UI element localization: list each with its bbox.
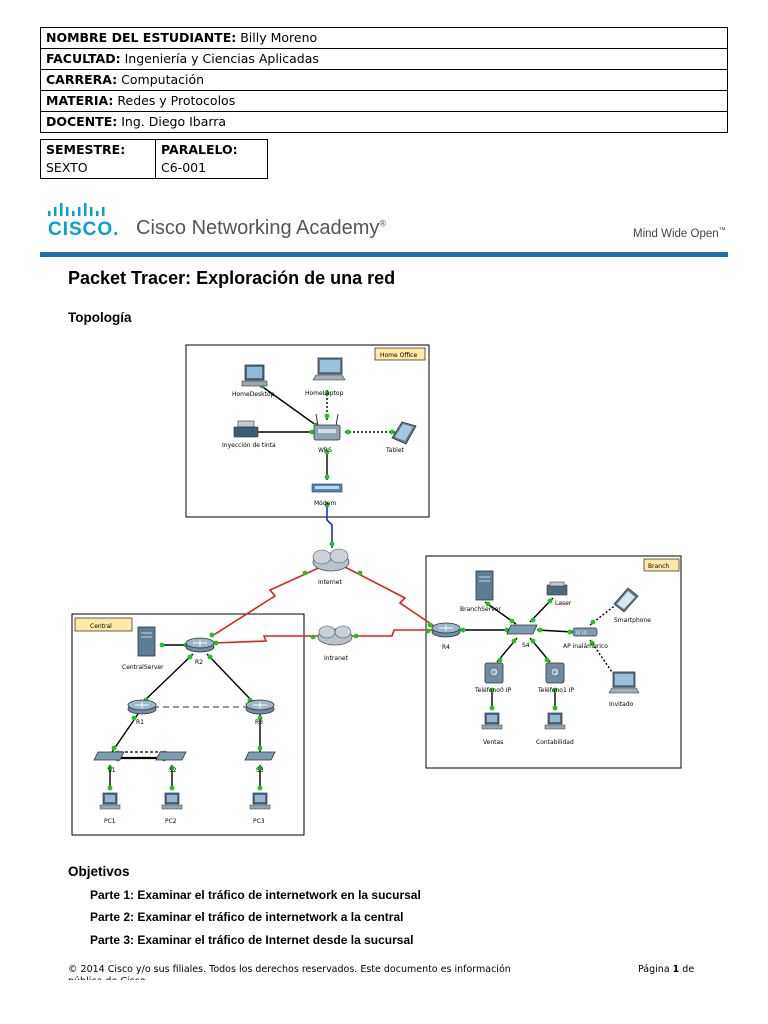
contabilidad-pc-icon	[544, 712, 566, 730]
info-row-name: NOMBRE DEL ESTUDIANTE: Billy Moreno	[40, 27, 728, 49]
ventas-label: Ventas	[483, 739, 503, 746]
home-laptop-icon	[312, 357, 346, 381]
home-office-label: Home Office	[380, 352, 417, 359]
ap-label: AP inalámbrico	[563, 643, 608, 650]
info-row-teacher: DOCENTE: Ing. Diego Ibarra	[40, 111, 728, 133]
phone1-label: Teléfono1 IP	[537, 687, 574, 694]
guest-laptop-icon	[608, 671, 640, 694]
ip-phone-0-icon: IP	[484, 662, 504, 684]
central-label: Central	[90, 623, 112, 630]
router-r1-icon	[127, 699, 157, 715]
r3-label: R3	[255, 719, 263, 726]
tagline: Mind Wide Open™	[633, 227, 726, 240]
smartphone-icon	[613, 587, 639, 613]
svg-text:IP: IP	[553, 670, 557, 675]
home-laptop-label: HomeLaptop	[305, 390, 344, 397]
r1-label: R1	[136, 719, 144, 726]
intranet-cloud-icon	[317, 625, 353, 646]
router-r3-icon	[245, 699, 275, 715]
semester-cell: SEMESTRE:SEXTO	[40, 139, 156, 179]
academy-name: Cisco Networking Academy®	[136, 217, 387, 239]
home-office-label-box	[374, 347, 426, 361]
cisco-wordmark: CISCO.	[48, 219, 120, 240]
r2-label: R2	[195, 659, 203, 666]
switch-s1-icon	[93, 751, 125, 761]
branch-label-box	[643, 558, 680, 572]
internet-cloud-icon	[312, 548, 350, 572]
ventas-pc-icon	[481, 712, 503, 730]
svg-text:IP: IP	[492, 670, 496, 675]
smartphone-label: Smartphone	[614, 617, 651, 624]
header-rule	[40, 252, 728, 257]
objective-3: Parte 3: Examinar el tráfico de Internet…	[90, 933, 414, 947]
contabilidad-label: Contabilidad	[536, 739, 574, 746]
objective-1: Parte 1: Examinar el tráfico de internet…	[90, 888, 421, 902]
home-desktop-label: HomeDesktop	[232, 391, 275, 398]
modem-icon	[311, 483, 343, 493]
laser-printer-icon	[546, 581, 568, 596]
page-number: Página 1 de	[638, 964, 695, 975]
central-label-box	[74, 617, 133, 632]
coax-link	[326, 502, 333, 548]
home-desktop-icon	[241, 364, 268, 387]
s4-label: S4	[522, 642, 530, 649]
branch-server-icon	[475, 570, 494, 601]
home-office-frame	[185, 344, 430, 518]
modem-label: Módem	[314, 500, 336, 507]
parallel-cell: PARALELO:C6-001	[155, 139, 268, 179]
wireless-router-icon	[313, 413, 341, 441]
info-row-subject: MATERIA: Redes y Protocolos	[40, 90, 728, 112]
semester-table: SEMESTRE:SEXTO PARALELO:C6-001	[40, 139, 268, 179]
pc3-label: PC3	[253, 818, 265, 825]
switch-s4-icon	[506, 624, 538, 635]
tablet-label: Tablet	[385, 447, 405, 454]
invitado-label: Invitado	[609, 701, 634, 708]
info-row-faculty: FACULTAD: Ingeniería y Ciencias Aplicada…	[40, 48, 728, 70]
router-r2-icon	[185, 637, 215, 653]
s3-label: S3	[256, 767, 264, 774]
intranet-label: Intranet	[324, 655, 349, 662]
copyright-notice-cut: pública de Cisco.	[68, 976, 168, 980]
copyright-notice: © 2014 Cisco y/o sus filiales. Todos los…	[68, 964, 511, 975]
student-info-table: NOMBRE DEL ESTUDIANTE: Billy Moreno FACU…	[40, 27, 728, 133]
s1-label: S1	[108, 767, 116, 774]
objectives-heading: Objetivos	[68, 864, 130, 879]
pc1-label: PC1	[104, 818, 116, 825]
inkjet-label: Inyección de tinta	[222, 442, 276, 449]
branch-label: Branch	[648, 563, 669, 570]
router-r4-icon	[431, 622, 461, 638]
r4-label: R4	[442, 644, 450, 651]
branch-server-label: BranchServer	[460, 606, 501, 613]
wrs-label: WRS	[318, 447, 332, 454]
ip-phone-1-icon: IP	[545, 662, 565, 684]
pc2-icon	[161, 792, 183, 810]
pc2-label: PC2	[165, 818, 177, 825]
objective-2: Parte 2: Examinar el tráfico de internet…	[90, 910, 404, 924]
phone0-label: Teléfono0 IP	[474, 687, 511, 694]
internet-label: Internet	[318, 579, 342, 586]
switch-s2-icon	[155, 751, 187, 761]
central-server-icon	[137, 626, 156, 657]
s2-label: S2	[169, 767, 177, 774]
topology-heading: Topología	[68, 310, 132, 325]
pc1-icon	[99, 792, 121, 810]
switch-s3-icon	[244, 751, 276, 761]
tablet-icon	[391, 421, 417, 445]
access-point-icon: ((( )))	[572, 627, 598, 637]
cisco-bridge-logo-icon	[48, 203, 105, 216]
central-server-label: CentralServer	[122, 664, 164, 671]
svg-text:((( ))): ((( )))	[576, 630, 587, 635]
laser-label: Laser	[555, 600, 572, 607]
page-title: Packet Tracer: Exploración de una red	[68, 268, 396, 288]
pc3-icon	[249, 792, 271, 810]
inkjet-printer-icon	[233, 420, 259, 438]
